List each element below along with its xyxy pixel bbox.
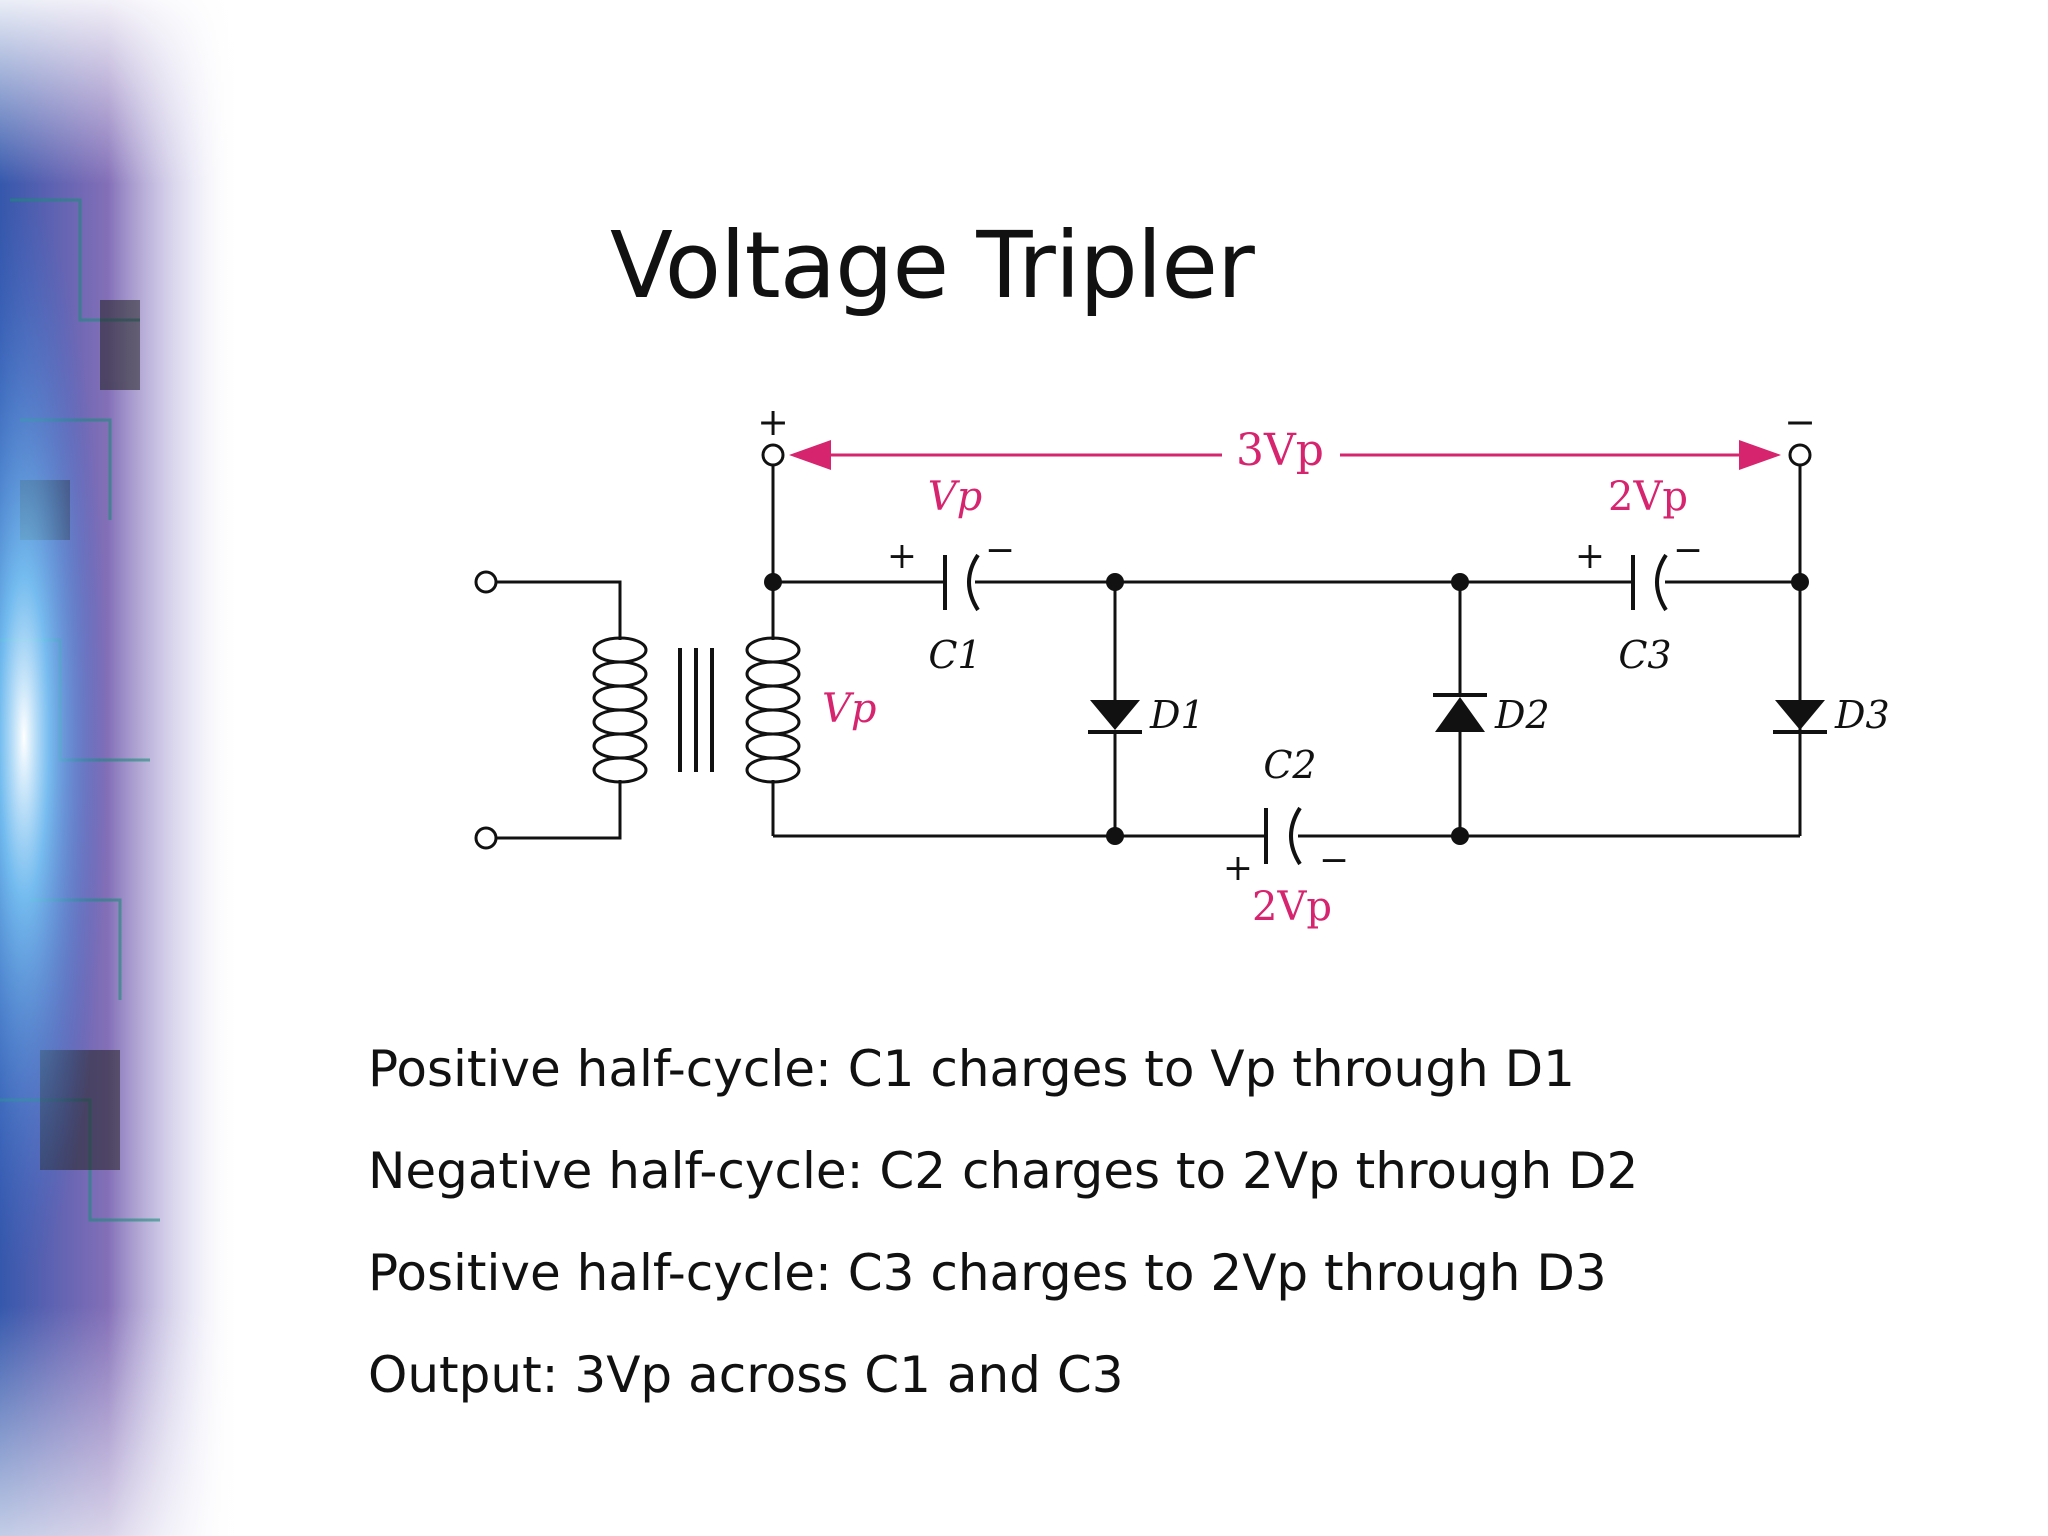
explanation-line: Output: 3Vp across C1 and C3	[368, 1346, 1124, 1404]
circuit-wires	[496, 462, 1802, 840]
explanation-line: Positive half-cycle: C1 charges to Vp th…	[368, 1040, 1575, 1098]
explanation-list: Positive half-cycle: C1 charges to Vp th…	[368, 1040, 1638, 1448]
transformer-core	[678, 648, 714, 772]
capacitor-c3	[1631, 553, 1668, 612]
diode-d3	[1773, 700, 1827, 734]
c3-plus-sign: +	[1575, 536, 1605, 577]
output-plus-sign: +	[757, 400, 789, 444]
c1-plus-sign: +	[887, 536, 917, 577]
secondary-voltage-label: Vp	[822, 686, 877, 732]
junction-dots	[764, 573, 1809, 845]
capacitor-c2	[1264, 806, 1302, 866]
c1-minus-sign: −	[985, 530, 1015, 571]
explanation-line: Negative half-cycle: C2 charges to 2Vp t…	[368, 1142, 1639, 1200]
c2-voltage-label: 2Vp	[1252, 884, 1332, 930]
d3-name-label: D3	[1834, 693, 1890, 737]
diode-d1	[1088, 700, 1142, 734]
capacitor-c1	[943, 553, 980, 612]
c2-name-label: C2	[1263, 743, 1316, 787]
d1-name-label: D1	[1149, 693, 1205, 737]
output-minus-sign: −	[1784, 400, 1816, 444]
c1-name-label: C1	[928, 633, 981, 677]
c1-voltage-label: Vp	[928, 474, 983, 520]
slide-title: Voltage Tripler	[610, 212, 1255, 319]
circuit-board-decoration	[0, 0, 240, 1536]
input-terminals	[474, 570, 498, 850]
c3-name-label: C3	[1618, 633, 1671, 677]
c3-minus-sign: −	[1673, 530, 1703, 571]
d2-name-label: D2	[1494, 693, 1550, 737]
transformer-secondary-coil	[745, 636, 801, 784]
output-terminals	[761, 443, 1812, 467]
transformer-primary-coil	[592, 636, 648, 784]
output-voltage-label: 3Vp	[1236, 425, 1324, 476]
explanation-line: Positive half-cycle: C3 charges to 2Vp t…	[368, 1244, 1607, 1302]
diode-d2	[1433, 693, 1487, 732]
c2-plus-sign: +	[1223, 848, 1253, 889]
c3-voltage-label: 2Vp	[1608, 474, 1688, 520]
c2-minus-sign: −	[1319, 840, 1349, 881]
